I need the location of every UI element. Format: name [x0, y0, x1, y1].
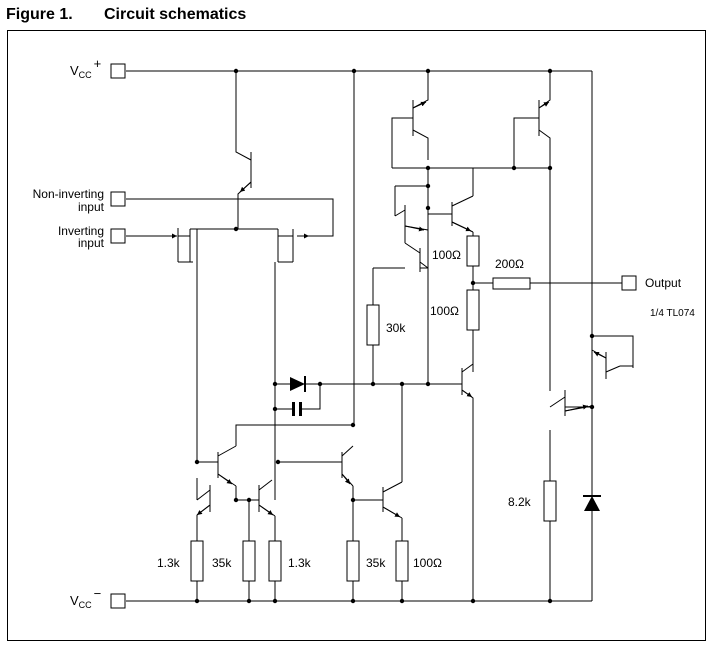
figure-number: Figure 1.	[6, 6, 73, 23]
top-transistor-b	[513, 71, 551, 168]
resistor-100-mid	[466, 289, 480, 331]
label-8-2k: 8.2k	[508, 495, 532, 509]
top-transistor-a	[391, 71, 429, 168]
right-mirror-transistor	[591, 335, 634, 379]
output-transistor	[461, 363, 474, 601]
res-drops	[196, 500, 403, 601]
output-pin	[621, 275, 637, 291]
mirror-transistor-right	[278, 445, 354, 487]
label-30k: 30k	[386, 321, 406, 335]
input-jfet-right	[277, 229, 294, 263]
resistor-30k	[366, 304, 380, 346]
low-transistor-1	[196, 478, 211, 516]
label-35k-right: 35k	[366, 556, 386, 570]
noninv-label-1: Non-inverting	[33, 187, 104, 201]
label-1-3k-left: 1.3k	[157, 556, 181, 570]
low-transistor-3	[352, 481, 403, 519]
label-200: 200Ω	[495, 257, 524, 271]
label-1-3k-right: 1.3k	[288, 556, 312, 570]
noninv-label-2: input	[78, 200, 105, 214]
figure-title: Circuit schematics	[104, 6, 247, 23]
mirror-bias-wire	[235, 424, 353, 446]
bias-net	[372, 240, 429, 384]
vcc-minus-pin	[110, 593, 126, 609]
label-100-top: 100Ω	[432, 248, 461, 262]
stack-transistor-3	[404, 232, 429, 272]
resistor-1-3k-right	[268, 540, 282, 582]
vcc-plus-pin	[110, 63, 126, 79]
right-transistor	[549, 390, 593, 416]
low-transistor-2	[235, 479, 276, 517]
cap-wire	[275, 384, 321, 410]
noninv-input-pin	[110, 191, 126, 207]
resistor-1-3k-left	[190, 540, 204, 582]
figure-frame	[7, 30, 706, 641]
inv-label-1: Inverting	[58, 224, 104, 238]
diode-symbol	[290, 376, 306, 392]
vcc-minus-label: VCC−	[70, 586, 101, 610]
zener-diode-symbol	[583, 495, 601, 511]
capacitor-symbol	[292, 402, 302, 416]
resistor-35k-left	[242, 540, 256, 582]
mirror-transistor-left	[197, 445, 237, 487]
resistor-8-2k	[543, 480, 557, 522]
stack-transistor-1	[394, 185, 429, 232]
resistor-100-bottom	[395, 540, 409, 582]
label-100-mid: 100Ω	[430, 304, 459, 318]
inv-label-2: input	[78, 236, 105, 250]
output-label: Output	[645, 276, 682, 290]
part-label: 1/4 TL074	[650, 308, 695, 319]
resistor-200	[492, 277, 531, 290]
resistor-35k-right	[346, 540, 360, 582]
inv-input-pin	[110, 228, 126, 244]
input-jfet-left	[177, 228, 278, 263]
figure-heading: Figure 1. Circuit schematics	[6, 6, 246, 24]
noninv-input-wire	[126, 198, 334, 237]
bias-transistor	[235, 71, 252, 229]
vcc-plus-label: VCC+	[70, 56, 101, 80]
label-35k-left: 35k	[212, 556, 232, 570]
stack-transistor-2	[427, 168, 474, 240]
resistor-100-top	[466, 235, 480, 267]
label-100-bottom: 100Ω	[413, 556, 442, 570]
